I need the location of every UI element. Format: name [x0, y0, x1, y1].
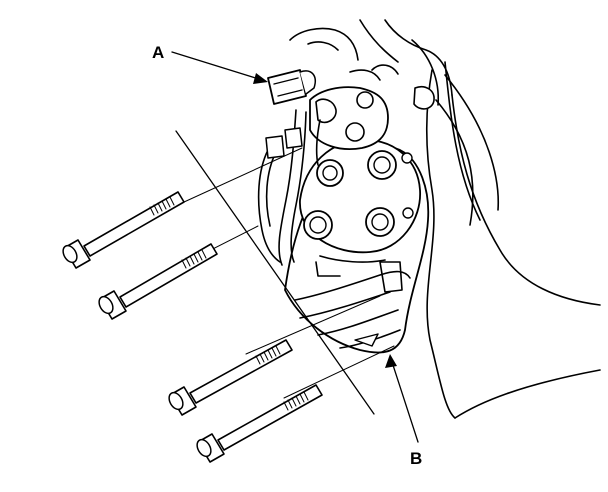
- callout-label-a: A: [152, 43, 164, 62]
- callout-leader-b: [385, 354, 419, 443]
- mounting-bolt-2: [98, 243, 218, 320]
- engine-bracket: [289, 19, 601, 419]
- mounting-bolt-4: [196, 384, 323, 463]
- clutch-plate: [299, 139, 421, 254]
- mounting-bolt-3: [168, 339, 293, 416]
- wiring-harness: [257, 98, 337, 266]
- mounting-bolt-1: [62, 191, 185, 269]
- callout-leader-a: [171, 51, 268, 84]
- electrical-connector: [267, 69, 316, 105]
- callout-label-b: B: [410, 449, 422, 468]
